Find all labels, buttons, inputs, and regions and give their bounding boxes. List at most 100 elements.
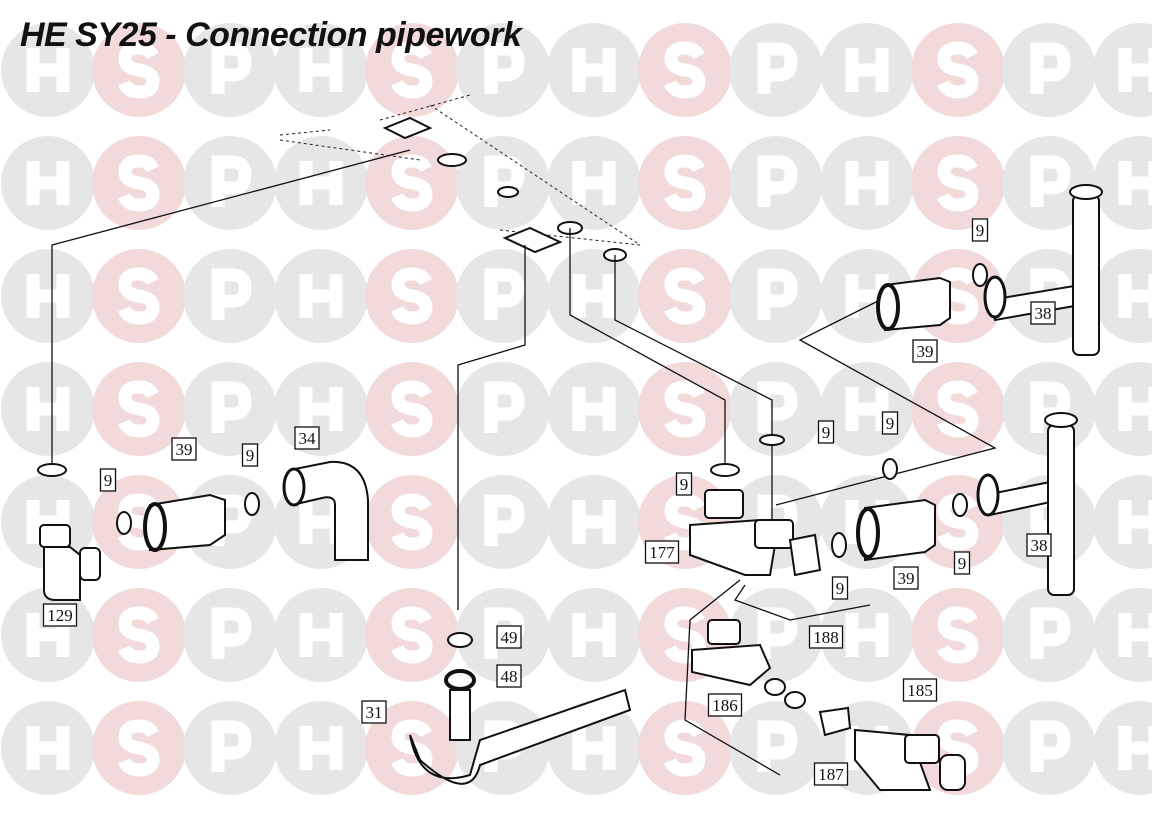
watermark-p-circle xyxy=(183,136,277,230)
watermark-h-circle xyxy=(1,249,95,343)
callout-129[interactable]: 129 xyxy=(42,603,78,627)
watermark-s-circle xyxy=(92,136,186,230)
callout-9[interactable]: 9 xyxy=(675,472,693,496)
watermark-s-circle xyxy=(365,475,459,569)
callout-9[interactable]: 9 xyxy=(971,218,989,242)
watermark-h-circle xyxy=(1093,362,1152,456)
callout-9[interactable]: 9 xyxy=(99,468,117,492)
svg-text:34: 34 xyxy=(299,429,317,448)
watermark-h-circle xyxy=(1,23,95,117)
callout-34[interactable]: 34 xyxy=(294,426,320,450)
watermark-h-circle xyxy=(820,23,914,117)
watermark-p-circle xyxy=(456,475,550,569)
svg-text:48: 48 xyxy=(501,667,518,686)
trap-31 xyxy=(409,688,632,785)
watermark-p-circle xyxy=(729,249,823,343)
watermark-p-circle xyxy=(729,136,823,230)
valves-39 xyxy=(143,276,951,562)
watermark-s-circle xyxy=(365,23,459,117)
watermark-h-circle xyxy=(820,588,914,682)
callout-187[interactable]: 187 xyxy=(813,762,849,786)
watermark-h-circle xyxy=(547,475,641,569)
watermark-s-circle xyxy=(365,588,459,682)
callout-9[interactable]: 9 xyxy=(881,411,899,435)
svg-text:187: 187 xyxy=(818,765,844,784)
callout-9[interactable]: 9 xyxy=(241,443,259,467)
watermark-h-circle xyxy=(274,588,368,682)
watermark-h-circle xyxy=(1093,588,1152,682)
watermark-s-circle xyxy=(911,136,1005,230)
watermark-s-circle xyxy=(365,249,459,343)
manifold-177 xyxy=(689,489,822,577)
svg-text:9: 9 xyxy=(680,475,689,494)
watermark-p-circle xyxy=(729,23,823,117)
watermark-s-circle xyxy=(638,701,732,795)
watermark-h-circle xyxy=(274,249,368,343)
callout-49[interactable]: 49 xyxy=(496,625,522,649)
svg-text:129: 129 xyxy=(47,606,73,625)
watermark-s-circle xyxy=(92,588,186,682)
watermark-p-circle xyxy=(729,701,823,795)
callout-185[interactable]: 185 xyxy=(902,678,938,702)
watermark-s-circle xyxy=(911,23,1005,117)
diagram-title: HE SY25 - Connection pipework xyxy=(20,16,522,54)
callout-39[interactable]: 39 xyxy=(171,437,197,461)
callout-31[interactable]: 31 xyxy=(361,700,387,724)
watermark-s-circle xyxy=(92,362,186,456)
watermark-s-circle xyxy=(911,362,1005,456)
watermark-p-circle xyxy=(456,249,550,343)
watermark-h-circle xyxy=(1,362,95,456)
svg-text:38: 38 xyxy=(1035,304,1052,323)
svg-text:49: 49 xyxy=(501,628,518,647)
svg-text:188: 188 xyxy=(813,628,839,647)
watermark-p-circle xyxy=(183,23,277,117)
svg-text:9: 9 xyxy=(836,579,845,598)
watermark-s-circle xyxy=(365,362,459,456)
callout-9[interactable]: 9 xyxy=(953,551,971,575)
callout-38[interactable]: 38 xyxy=(1030,301,1056,325)
svg-text:9: 9 xyxy=(104,471,113,490)
callout-177[interactable]: 177 xyxy=(644,540,680,564)
callout-186[interactable]: 186 xyxy=(707,693,743,717)
watermark-s-circle xyxy=(638,23,732,117)
boiler-base-outline xyxy=(279,94,641,262)
washers xyxy=(37,263,988,691)
callout-39[interactable]: 39 xyxy=(893,566,919,590)
watermark-s-circle xyxy=(638,362,732,456)
svg-text:31: 31 xyxy=(366,703,383,722)
callout-39[interactable]: 39 xyxy=(912,339,938,363)
pipe-34 xyxy=(282,460,369,561)
callout-48[interactable]: 48 xyxy=(496,664,522,688)
watermark-p-circle xyxy=(1002,23,1096,117)
svg-text:186: 186 xyxy=(712,696,738,715)
svg-text:39: 39 xyxy=(176,440,193,459)
svg-text:9: 9 xyxy=(822,423,831,442)
watermark-h-circle xyxy=(1093,249,1152,343)
watermark-s-circle xyxy=(638,136,732,230)
callout-38[interactable]: 38 xyxy=(1026,533,1052,557)
svg-text:39: 39 xyxy=(898,569,915,588)
watermark-h-circle xyxy=(1093,475,1152,569)
watermark-p-circle xyxy=(456,362,550,456)
watermark-h-circle xyxy=(274,136,368,230)
callout-9[interactable]: 9 xyxy=(831,576,849,600)
watermark-h-circle xyxy=(1,701,95,795)
watermark-h-circle xyxy=(547,588,641,682)
watermark-h-circle xyxy=(547,362,641,456)
watermark-p-circle xyxy=(729,362,823,456)
watermark-p-circle xyxy=(183,249,277,343)
callout-188[interactable]: 188 xyxy=(808,625,844,649)
watermark-h-circle xyxy=(1093,23,1152,117)
watermark-p-circle xyxy=(183,588,277,682)
svg-text:177: 177 xyxy=(649,543,675,562)
watermark-p-circle xyxy=(1002,701,1096,795)
elbow-129 xyxy=(39,524,101,601)
elbow-185 xyxy=(854,728,966,791)
callout-labels: 9 39 9 34 129 49 48 31 9 9 9 177 9 39 9 38 9 39 38 188 186 18… xyxy=(42,218,1056,786)
svg-text:39: 39 xyxy=(917,342,934,361)
callout-9[interactable]: 9 xyxy=(817,420,835,444)
watermark-h-circle xyxy=(547,136,641,230)
watermark-h-circle xyxy=(1,136,95,230)
